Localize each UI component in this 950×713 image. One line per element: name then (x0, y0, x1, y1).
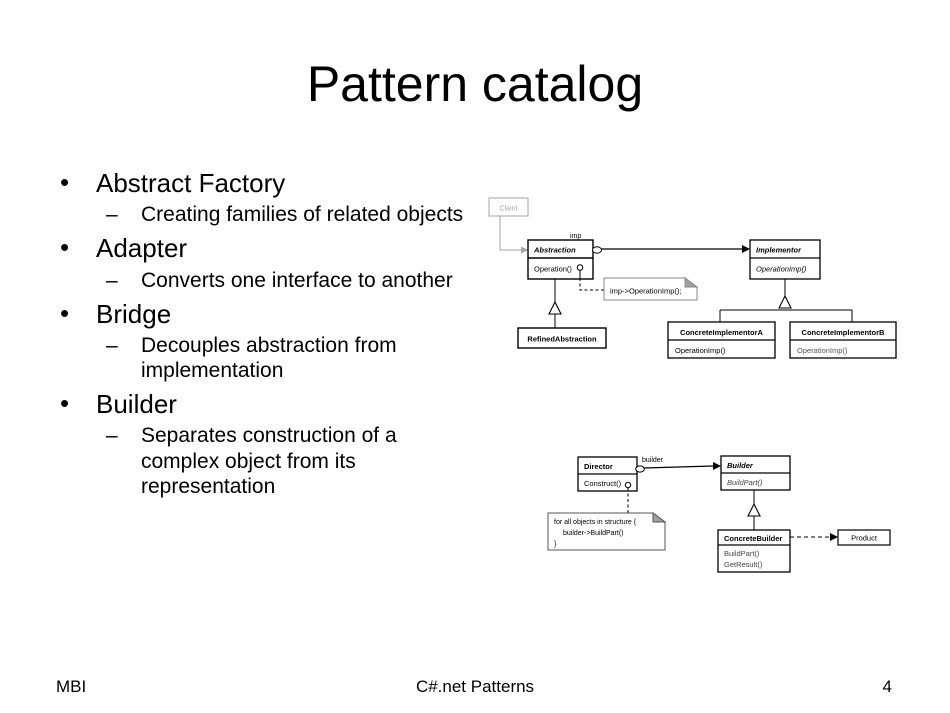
generalization-triangle-icon (548, 300, 562, 315)
list-item-label: Abstract Factory (96, 168, 286, 198)
list-item-label: Builder (96, 389, 177, 420)
uml-operation: OperationImp() (675, 346, 726, 355)
footer-page-number: 4 (882, 677, 892, 696)
uml-class-name: RefinedAbstraction (527, 335, 597, 344)
uml-class-abstraction: Abstraction Operation() (527, 239, 594, 280)
uml-class-refined-abstraction: RefinedAbstraction (517, 327, 607, 349)
list-item: • Builder (48, 388, 478, 420)
uml-class-name: Abstraction (533, 246, 576, 255)
uml-class-product: Product (837, 529, 891, 546)
slide-footer: MBI C#.net Patterns 4 (0, 669, 950, 713)
bullet-marker-icon: • (60, 297, 70, 328)
uml-class-name: Product (851, 534, 878, 543)
uml-class-name: Client (500, 206, 518, 213)
uml-class-name: ConcreteImplementorA (680, 328, 764, 337)
list-item-label: Converts one interface to another (141, 268, 453, 292)
list-item-label: Separates construction of a complex obje… (141, 424, 397, 498)
arrow-head-icon (521, 246, 529, 254)
list-item: – Converts one interface to another (48, 268, 478, 293)
uml-operation: OperationImp() (797, 346, 848, 355)
uml-class-name: ConcreteImplementorB (802, 328, 886, 337)
arrow-head-icon (742, 245, 750, 253)
uml-operation: BuildPart() (727, 478, 763, 487)
uml-class-builder: Builder BuildPart() (720, 455, 791, 491)
footer-title: C#.net Patterns (415, 677, 535, 696)
list-item-label: Bridge (96, 298, 172, 329)
bridge-pattern-diagram: Client Abstraction Operation() imp (480, 192, 900, 364)
bullet-marker-icon: • (60, 232, 70, 263)
uml-note-line: } (554, 541, 557, 548)
list-item: • Bridge (48, 297, 478, 329)
uml-note-line: builder->BuildPart() (563, 530, 624, 537)
uml-operation: BuildPart() (724, 549, 760, 558)
uml-operation: GetResult() (724, 560, 763, 569)
bullet-marker-icon: • (60, 167, 70, 197)
dash-marker-icon: – (106, 333, 118, 357)
list-item: – Separates construction of a complex ob… (48, 423, 478, 499)
list-item: • Abstract Factory (48, 167, 478, 198)
arrow-head-icon (830, 533, 838, 541)
dash-marker-icon: – (106, 203, 118, 227)
uml-operation: OperationImp() (756, 265, 807, 274)
uml-class-name: Director (584, 462, 613, 471)
uml-class-concrete-builder: ConcreteBuilder BuildPart() GetResult() (717, 529, 791, 573)
uml-class-implementor: Implementor OperationImp() (749, 239, 821, 280)
uml-class-concrete-implementor-a: ConcreteImplementorA OperationImp() (667, 321, 776, 359)
uml-class-name: Builder (727, 461, 754, 470)
list-item-label: Decouples abstraction from implementatio… (141, 333, 397, 383)
list-item: • Adapter (48, 232, 478, 264)
dash-marker-icon: – (106, 424, 118, 448)
uml-class-name: Implementor (756, 246, 802, 255)
list-item-label: Creating families of related objects (141, 203, 464, 227)
uml-operation: Operation() (534, 265, 572, 274)
builder-pattern-diagram: Director Construct() builder for all obj… (530, 450, 900, 582)
uml-association-label: imp (570, 233, 581, 240)
uml-operation: Construct() (584, 479, 622, 488)
footer-author: MBI (56, 677, 87, 696)
arrow-head-icon (713, 462, 721, 470)
uml-note-bridge: imp->OperationImp(); (603, 277, 699, 301)
uml-class-concrete-implementor-b: ConcreteImplementorB OperationImp() (789, 321, 897, 359)
uml-class-name: ConcreteBuilder (724, 534, 782, 543)
uml-note-builder: for all objects in structure { builder->… (547, 512, 667, 551)
bullet-list: • Abstract Factory – Creating families o… (48, 167, 478, 505)
generalization-triangle-icon (747, 502, 761, 517)
dash-marker-icon: – (106, 268, 118, 292)
uml-class-client: Client (488, 197, 529, 217)
list-item: – Creating families of related objects (48, 202, 478, 227)
page-title: Pattern catalog (306, 56, 644, 112)
generalization-triangle-icon (778, 294, 792, 309)
uml-note-line: for all objects in structure { (554, 519, 637, 526)
list-item-label: Adapter (96, 233, 188, 264)
uml-note-text: imp->OperationImp(); (610, 287, 681, 296)
uml-association-label: builder (642, 457, 664, 464)
list-item: – Decouples abstraction from implementat… (48, 333, 478, 383)
bullet-marker-icon: • (60, 388, 70, 419)
